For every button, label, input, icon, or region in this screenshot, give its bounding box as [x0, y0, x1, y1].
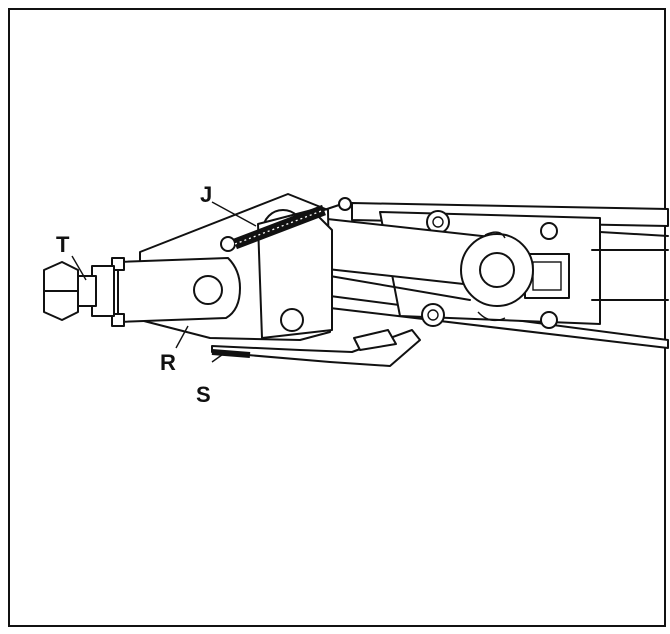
- figure-frame: [8, 8, 666, 627]
- clevis-body: [111, 257, 241, 327]
- leader-T: [71, 255, 87, 281]
- label-J: J: [200, 182, 212, 207]
- mount-hole: [540, 311, 558, 329]
- leader-J: [211, 201, 257, 227]
- mount-hole: [540, 222, 558, 240]
- cam-wheel: [460, 231, 534, 322]
- label-R: R: [160, 350, 176, 375]
- spring-J: [233, 197, 352, 250]
- leader-S: [211, 351, 227, 363]
- label-T: T: [56, 232, 70, 257]
- mount-hole: [421, 303, 445, 327]
- adjuster-nut-T: [43, 261, 115, 321]
- lever-hole: [280, 308, 304, 332]
- clevis-hole: [193, 275, 223, 305]
- leader-R: [175, 325, 189, 349]
- strip-S: [211, 329, 421, 367]
- label-S: S: [196, 382, 211, 407]
